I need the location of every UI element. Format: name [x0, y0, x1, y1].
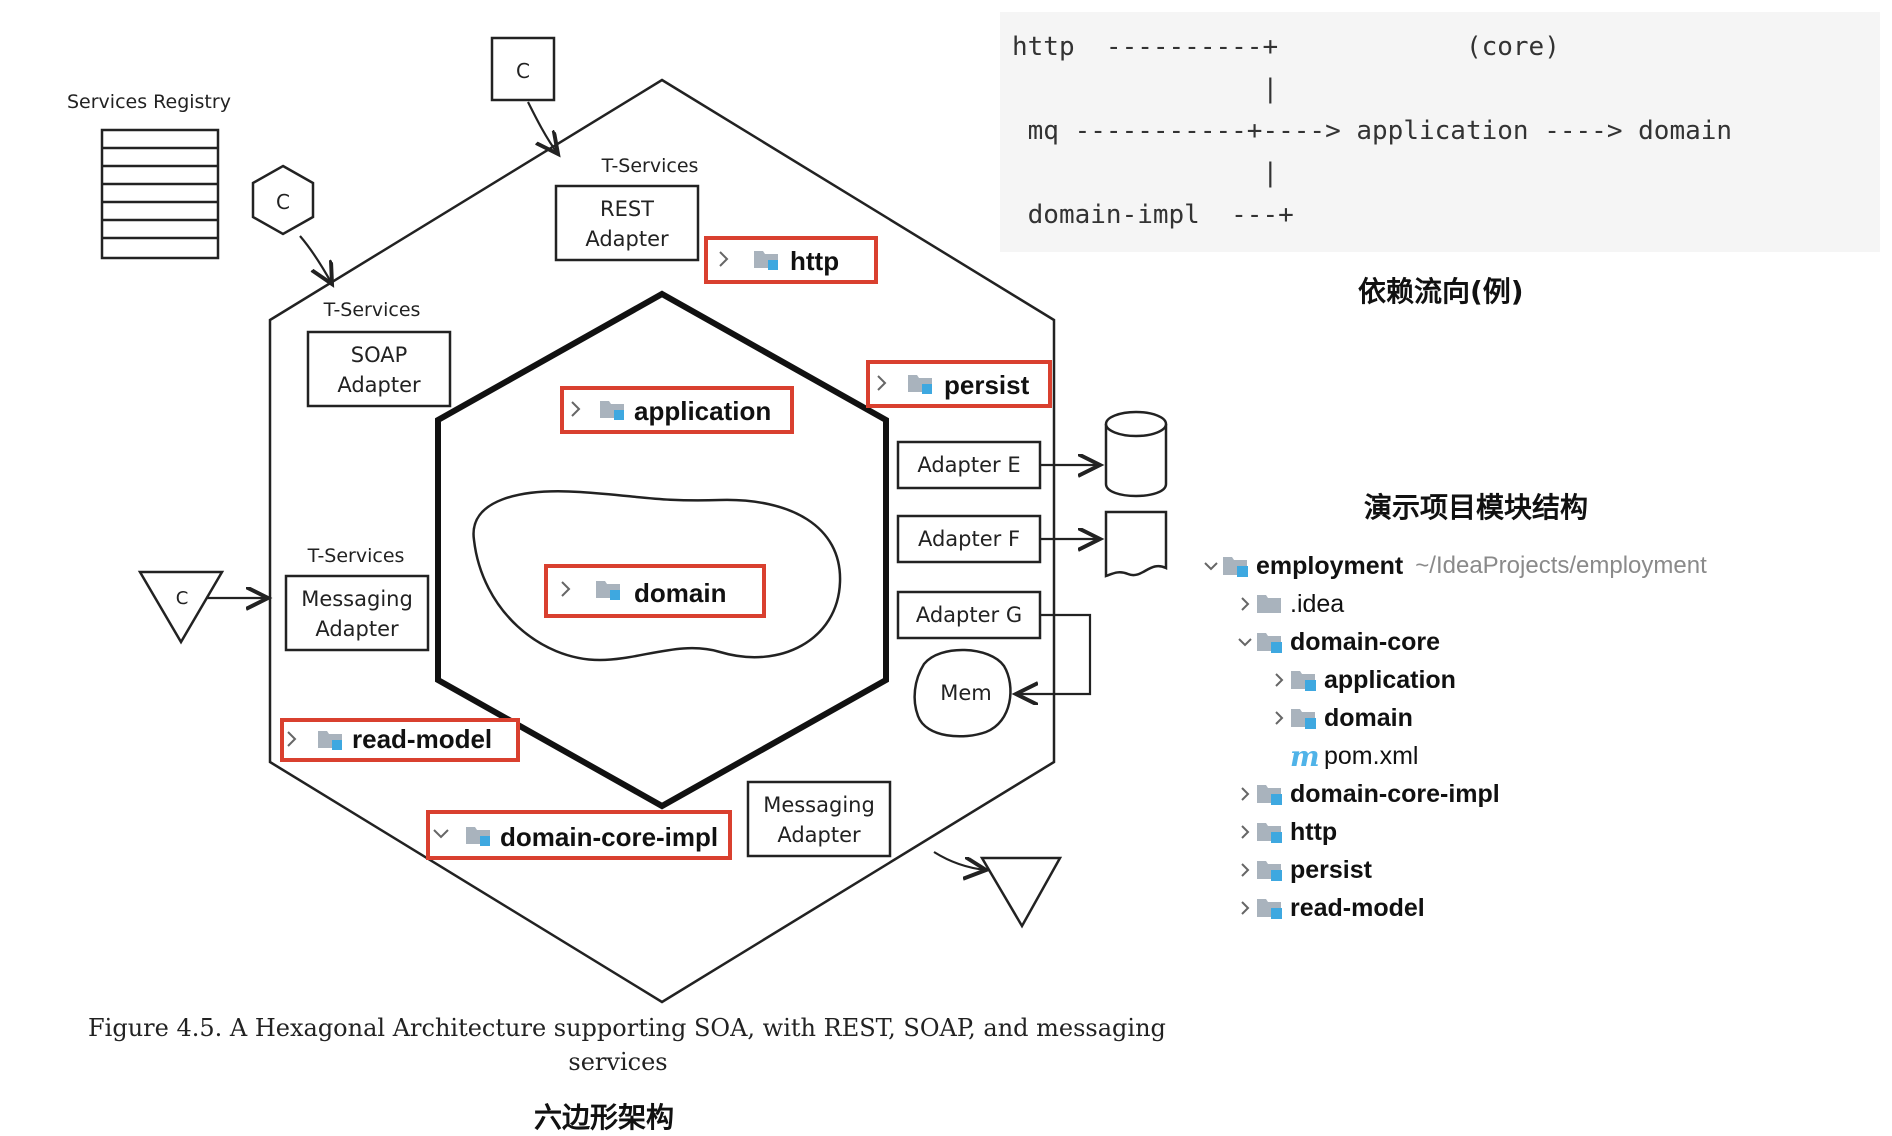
module-label-domain: domain — [544, 564, 766, 618]
t-services-top-label: T-Services — [601, 155, 699, 177]
module-label-read-model: read-model — [280, 718, 520, 762]
folder-icon — [1257, 595, 1281, 613]
database-icon — [1104, 410, 1168, 498]
chevron-down-icon[interactable] — [1200, 555, 1222, 577]
chevron-right-icon[interactable] — [1234, 897, 1256, 919]
tree-item-path: ~/IdeaProjects/employment — [1415, 552, 1707, 579]
consumer-triangle-right-icon — [979, 856, 1063, 929]
outer-hexagon — [268, 78, 1056, 1004]
module-label-persist: persist — [866, 360, 1052, 408]
consumer-triangle-left-icon: C — [137, 570, 225, 645]
t-services-bottom-label: T-Services — [307, 545, 405, 567]
tree-item-label: read-model — [1290, 893, 1425, 922]
maven-icon: m — [1290, 739, 1320, 773]
chevron-right-icon[interactable] — [1268, 707, 1290, 729]
domain-blob — [472, 490, 842, 662]
module-folder-icon — [1257, 823, 1282, 843]
tree-item-label: domain-core — [1290, 627, 1441, 656]
module-label-http: http — [704, 236, 878, 284]
svg-text:Adapter: Adapter — [777, 823, 861, 847]
tree-item[interactable]: employment ~/IdeaProjects/employment — [1200, 548, 1707, 584]
module-label-domain-core-impl: domain-core-impl — [426, 810, 732, 860]
tree-item[interactable]: domain-core-impl — [1234, 776, 1500, 812]
consumer-square-icon: C — [490, 36, 556, 102]
chevron-right-icon[interactable] — [1234, 783, 1256, 805]
module-tree-title: 演示项目模块结构 — [1364, 491, 1589, 524]
messaging-adapter-bottom-box: Messaging Adapter — [746, 780, 892, 858]
svg-text:C: C — [276, 190, 290, 214]
module-folder-icon — [1257, 861, 1282, 881]
module-label-application: application — [560, 386, 794, 434]
tree-item[interactable]: http — [1234, 814, 1337, 850]
consumer-square-label: C — [516, 59, 530, 83]
adapter-e-box: Adapter E — [896, 440, 1042, 490]
svg-text:http: http — [790, 246, 839, 276]
tree-item[interactable]: domain-core — [1234, 624, 1440, 660]
adapter-g-box: Adapter G — [896, 590, 1042, 640]
chevron-right-icon[interactable] — [1234, 821, 1256, 843]
tree-item[interactable]: persist — [1234, 852, 1372, 888]
svg-text:REST: REST — [600, 197, 654, 221]
svg-text:Adapter: Adapter — [337, 373, 421, 397]
svg-text:Messaging: Messaging — [301, 587, 413, 611]
hexagon-title: 六边形架构 — [534, 1101, 675, 1134]
services-registry-label: Services Registry — [67, 91, 231, 113]
chevron-down-icon[interactable] — [1234, 631, 1256, 653]
module-folder-icon — [1257, 633, 1282, 653]
svg-text:SOAP: SOAP — [351, 343, 408, 367]
inner-hexagon — [435, 290, 889, 810]
tree-item-label: .idea — [1290, 589, 1345, 618]
tree-item[interactable]: read-model — [1234, 890, 1425, 926]
tree-item[interactable]: application — [1268, 662, 1456, 698]
services-registry-icon — [100, 128, 220, 260]
tree-item[interactable]: domain — [1268, 700, 1413, 736]
svg-text:domain: domain — [634, 578, 726, 608]
figure-caption-line1: Figure 4.5. A Hexagonal Architecture sup… — [88, 1014, 1166, 1042]
svg-text:read-model: read-model — [352, 724, 492, 754]
svg-text:Adapter: Adapter — [315, 617, 399, 641]
module-folder-icon — [1291, 671, 1316, 691]
module-folder-icon — [1223, 557, 1248, 577]
tree-item-label: employment — [1256, 551, 1404, 580]
tree-item-label: domain — [1324, 703, 1413, 732]
t-services-left-label: T-Services — [323, 299, 421, 321]
chevron-right-icon[interactable] — [1268, 669, 1290, 691]
svg-text:Adapter G: Adapter G — [916, 603, 1022, 627]
rest-adapter-box: REST Adapter — [554, 184, 700, 262]
messaging-adapter-left-box: Messaging Adapter — [284, 574, 430, 652]
svg-text:Messaging: Messaging — [763, 793, 875, 817]
svg-text:Adapter E: Adapter E — [917, 453, 1020, 477]
mem-blob: Mem — [913, 648, 1012, 738]
consumer-hexagon-icon: C — [251, 164, 315, 236]
module-folder-icon — [1257, 785, 1282, 805]
module-folder-icon — [1257, 899, 1282, 919]
svg-text:Adapter: Adapter — [585, 227, 669, 251]
tree-item-label: http — [1290, 817, 1338, 846]
svg-text:Adapter F: Adapter F — [918, 527, 1020, 551]
tree-item-label: application — [1324, 665, 1456, 694]
soap-adapter-box: SOAP Adapter — [306, 330, 452, 408]
svg-text:Mem: Mem — [940, 681, 992, 705]
tree-item[interactable]: .idea — [1234, 586, 1344, 622]
svg-text:C: C — [176, 588, 189, 609]
module-folder-icon — [1291, 709, 1316, 729]
tree-item-label: pom.xml — [1324, 741, 1419, 770]
dependency-flow-panel: http ----------+ (core) | mq -----------… — [1000, 12, 1880, 252]
svg-text:application: application — [634, 396, 771, 426]
dependency-flow-code: http ----------+ (core) | mq -----------… — [1012, 32, 1733, 230]
svg-text:persist: persist — [944, 370, 1030, 400]
tree-item-label: domain-core-impl — [1290, 779, 1500, 808]
document-icon — [1104, 510, 1168, 578]
svg-text:domain-core-impl: domain-core-impl — [500, 822, 718, 852]
chevron-right-icon[interactable] — [1234, 859, 1256, 881]
tree-item-label: persist — [1290, 855, 1372, 884]
adapter-f-box: Adapter F — [896, 514, 1042, 564]
dependency-flow-title: 依赖流向(例) — [1358, 275, 1524, 308]
chevron-right-icon[interactable] — [1234, 593, 1256, 615]
figure-caption-line2: services — [568, 1048, 667, 1076]
